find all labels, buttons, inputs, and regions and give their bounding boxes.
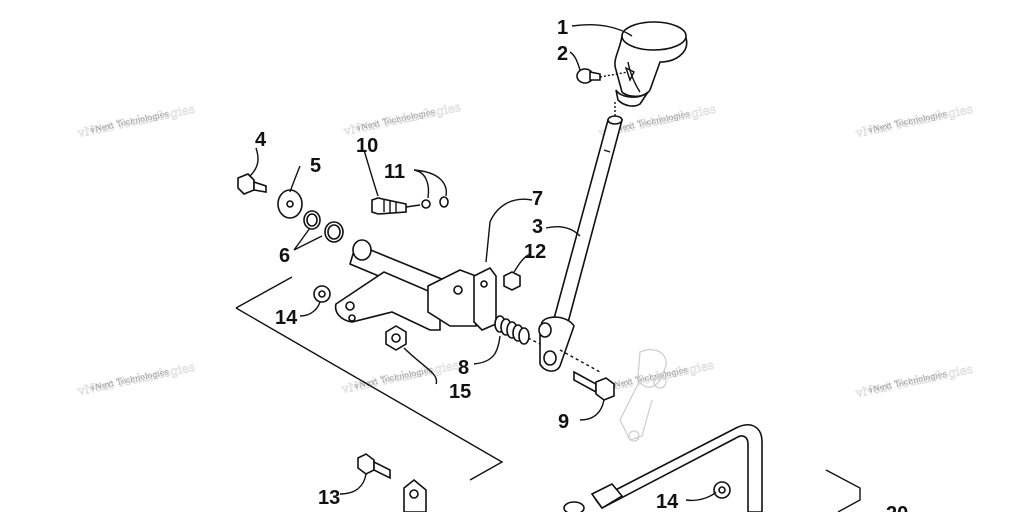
shift-lever-rod: [538, 115, 624, 372]
callout-1: 1: [557, 17, 568, 39]
lock-nut-14-lower: [713, 481, 731, 499]
watermark-6: vNext Technologies vNext Technologies: [339, 357, 460, 396]
mount-plane-right: [825, 469, 861, 512]
watermark-2: vNext Technologies vNext Technologies: [341, 99, 462, 138]
callout-14-upper: 14: [275, 307, 298, 329]
lock-nut-15: [385, 325, 407, 351]
lower-bracket: [403, 478, 427, 512]
detent-plate: [473, 266, 497, 331]
detent-plunger: [371, 197, 407, 215]
callout-4: 4: [255, 129, 267, 151]
mount-plane-left: [235, 276, 504, 481]
callout-5: 5: [310, 155, 321, 177]
callout-7: 7: [532, 188, 543, 210]
reference-planes: [235, 276, 861, 512]
small-washers: [421, 196, 449, 209]
callout-12: 12: [524, 241, 546, 263]
flat-washer: [277, 189, 303, 219]
callout-11: 11: [384, 161, 405, 183]
knob-set-screw: [576, 68, 601, 84]
lock-nut-14-upper: [313, 285, 331, 303]
callout-9: 9: [558, 411, 569, 433]
watermark-8: vNext Technologies vNext Technologies: [853, 361, 974, 400]
callout-20: 20: [886, 503, 908, 512]
leader-lines: [249, 24, 717, 502]
lever-bolt: [573, 370, 615, 401]
callouts: 1 2 3 4 5 6 7 8 9 10 11 12 13 14 15 14 2…: [255, 17, 908, 512]
callout-3: 3: [532, 216, 543, 238]
watermark-5: vNext Technologies vNext Technologies: [75, 359, 196, 398]
callout-10: 10: [356, 135, 378, 157]
watermark-4: vNext Technologies vNext Technologies: [853, 101, 974, 140]
lock-nut-12: [503, 271, 521, 291]
pivot-bolt: [237, 173, 267, 195]
callout-2: 2: [557, 43, 568, 65]
callout-6: 6: [279, 245, 290, 267]
shift-linkage-rod: [563, 424, 763, 512]
callout-15: 15: [449, 381, 471, 403]
ghost-linkage: [619, 349, 667, 442]
callout-13: 13: [318, 487, 340, 509]
callout-14-lower: 14: [656, 491, 679, 512]
o-rings: [303, 210, 344, 243]
watermark-1: vNext Technologies vNext Technologies: [75, 101, 196, 140]
pivot-bracket: [334, 239, 477, 331]
shift-knob: [614, 21, 688, 107]
callout-8: 8: [458, 357, 469, 379]
mount-bolt: [357, 453, 391, 480]
compression-spring: [494, 315, 530, 345]
